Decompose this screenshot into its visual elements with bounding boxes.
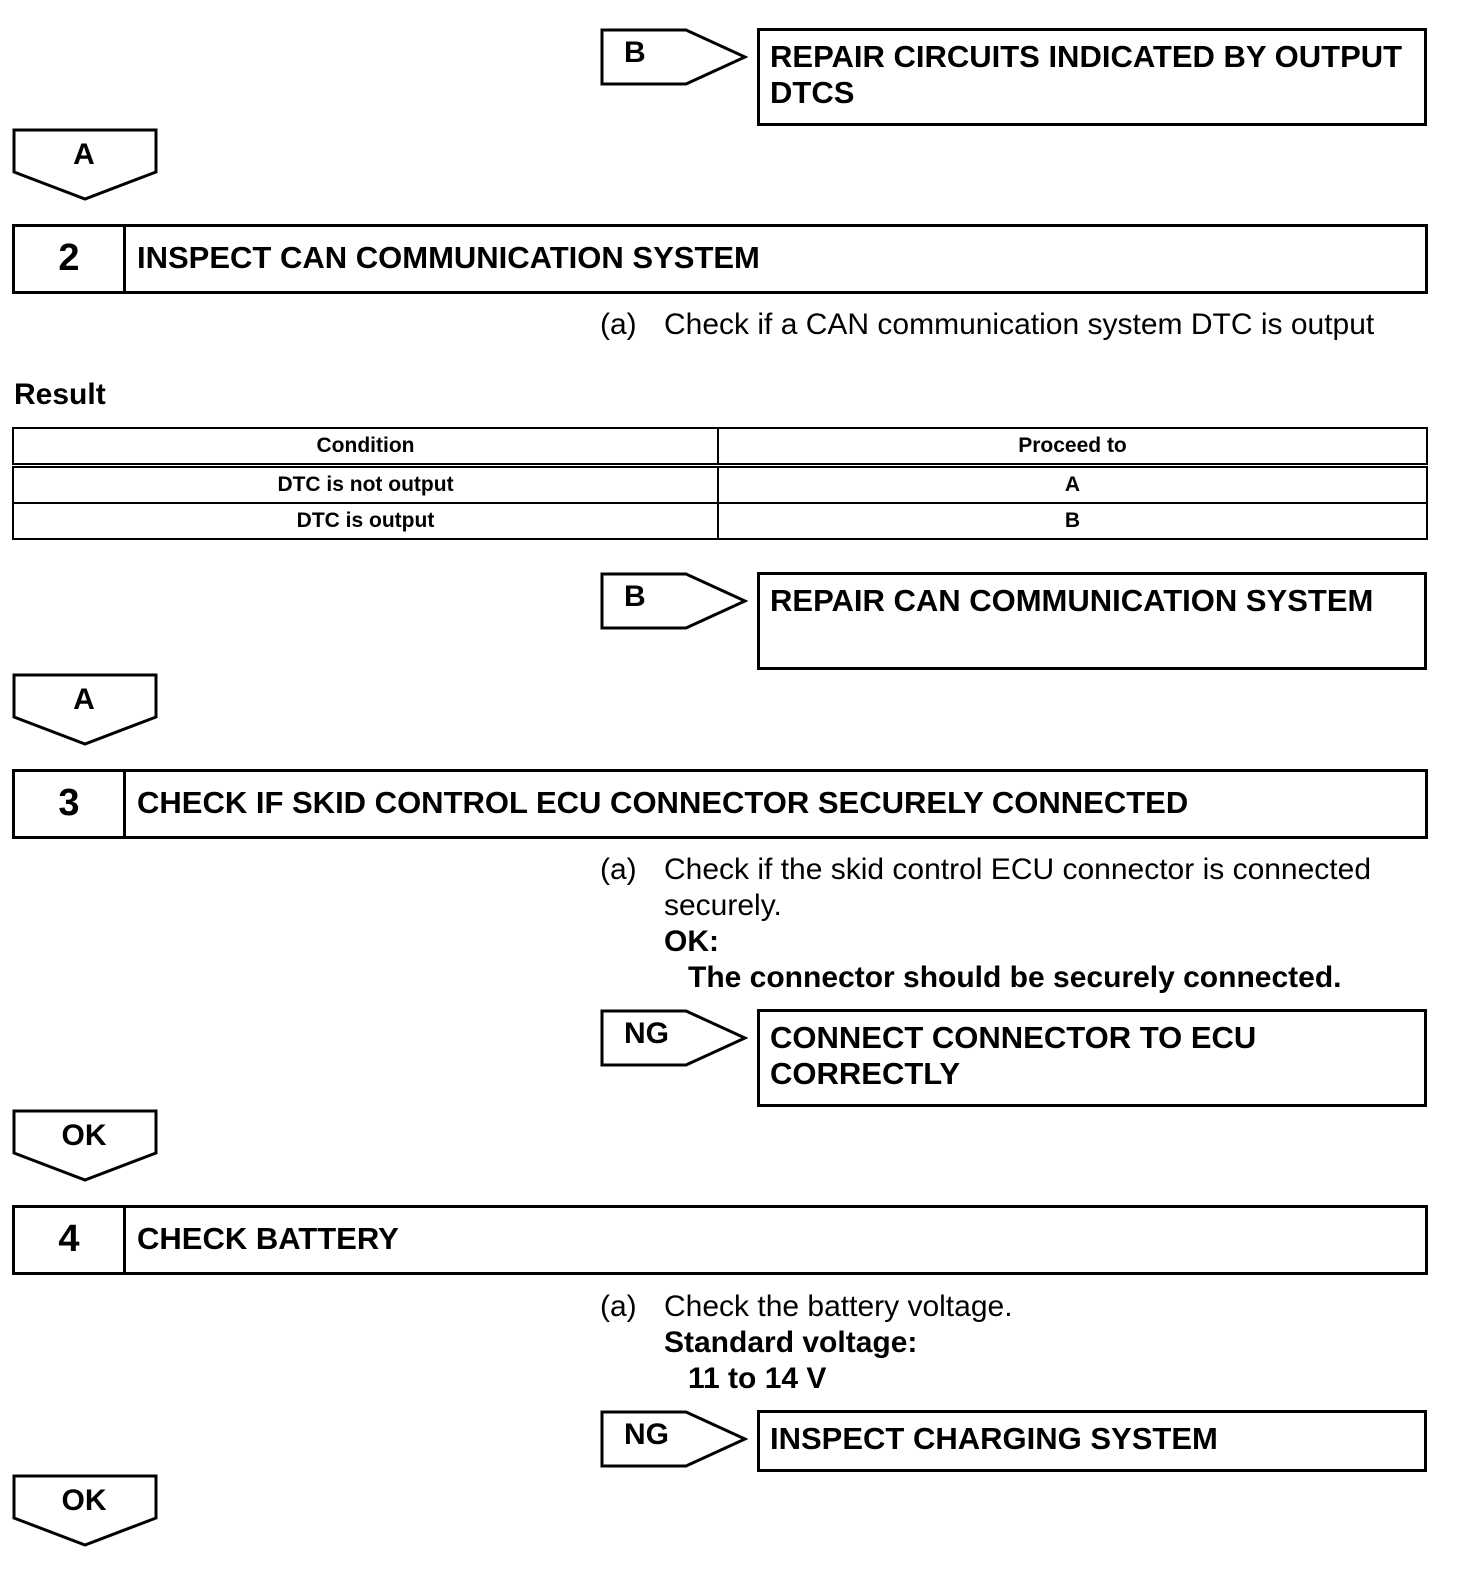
step-header-4: 4 CHECK BATTERY bbox=[12, 1205, 1428, 1275]
table-cell: DTC is not output bbox=[12, 464, 719, 504]
down-arrow-icon bbox=[12, 128, 158, 201]
repair-can-action-box: REPAIR CAN COMMUNICATION SYSTEM bbox=[757, 572, 1427, 670]
spec-label: Standard voltage: bbox=[664, 1326, 918, 1359]
item-marker: (a) bbox=[600, 1290, 637, 1323]
step-number: 2 bbox=[15, 227, 126, 291]
step-title: CHECK IF SKID CONTROL ECU CONNECTOR SECU… bbox=[137, 785, 1189, 820]
table-cell: DTC is output bbox=[12, 502, 719, 540]
right-arrow-icon bbox=[600, 28, 748, 86]
spec-label: OK: bbox=[664, 925, 719, 958]
step-number: 3 bbox=[15, 772, 126, 836]
step-title: CHECK BATTERY bbox=[137, 1221, 399, 1256]
right-arrow-icon bbox=[600, 1410, 748, 1468]
down-arrow-icon bbox=[12, 1474, 158, 1547]
spec-value: The connector should be securely connect… bbox=[688, 961, 1342, 994]
right-arrow-icon bbox=[600, 1009, 748, 1067]
item-text: Check if a CAN communication system DTC … bbox=[664, 308, 1375, 341]
item-text: Check if the skid control ECU connector … bbox=[664, 853, 1372, 922]
right-arrow-icon bbox=[600, 572, 748, 630]
continue-tag-ok: OK bbox=[12, 1109, 158, 1183]
branch-tag-b: B bbox=[600, 28, 748, 86]
branch-tag-label: NG bbox=[624, 1017, 669, 1050]
continue-tag-label: A bbox=[73, 138, 95, 171]
column-header-proceed-to: Proceed to bbox=[717, 427, 1428, 468]
table-header-row: Condition Proceed to bbox=[12, 427, 1428, 468]
step-header-3: 3 CHECK IF SKID CONTROL ECU CONNECTOR SE… bbox=[12, 769, 1428, 839]
branch-tag-label: B bbox=[624, 36, 646, 69]
item-marker: (a) bbox=[600, 308, 637, 341]
action-text: CONNECT CONNECTOR TO ECU CORRECTLY bbox=[770, 1020, 1257, 1091]
column-header-condition: Condition bbox=[12, 427, 719, 468]
branch-tag-ng: NG bbox=[600, 1410, 748, 1468]
branch-tag-label: B bbox=[624, 580, 646, 613]
table-row: DTC is output B bbox=[12, 502, 1428, 540]
down-arrow-icon bbox=[12, 1109, 158, 1182]
continue-tag-label: OK bbox=[61, 1119, 107, 1152]
step-title: INSPECT CAN COMMUNICATION SYSTEM bbox=[137, 240, 760, 275]
result-heading: Result bbox=[14, 378, 106, 411]
item-marker: (a) bbox=[600, 853, 637, 886]
table-cell: A bbox=[717, 464, 1428, 504]
connect-connector-action-box: CONNECT CONNECTOR TO ECU CORRECTLY bbox=[757, 1009, 1427, 1107]
continue-tag-ok: OK bbox=[12, 1474, 158, 1548]
table-cell: B bbox=[717, 502, 1428, 540]
branch-tag-ng: NG bbox=[600, 1009, 748, 1067]
continue-tag-a: A bbox=[12, 673, 158, 747]
spec-value: 11 to 14 V bbox=[688, 1362, 827, 1395]
down-arrow-icon bbox=[12, 673, 158, 746]
continue-tag-label: A bbox=[73, 683, 95, 716]
branch-tag-b: B bbox=[600, 572, 748, 630]
inspect-charging-action-box: INSPECT CHARGING SYSTEM bbox=[757, 1410, 1427, 1472]
continue-tag-a: A bbox=[12, 128, 158, 202]
continue-tag-label: OK bbox=[61, 1484, 107, 1517]
item-text: Check the battery voltage. bbox=[664, 1290, 1013, 1323]
step-number: 4 bbox=[15, 1208, 126, 1272]
repair-circuits-action-box: REPAIR CIRCUITS INDICATED BY OUTPUT DTCS bbox=[757, 28, 1427, 126]
branch-tag-label: NG bbox=[624, 1418, 669, 1451]
table-row: DTC is not output A bbox=[12, 464, 1428, 504]
result-table: Condition Proceed to DTC is not output A… bbox=[12, 427, 1428, 540]
step-header-2: 2 INSPECT CAN COMMUNICATION SYSTEM bbox=[12, 224, 1428, 294]
